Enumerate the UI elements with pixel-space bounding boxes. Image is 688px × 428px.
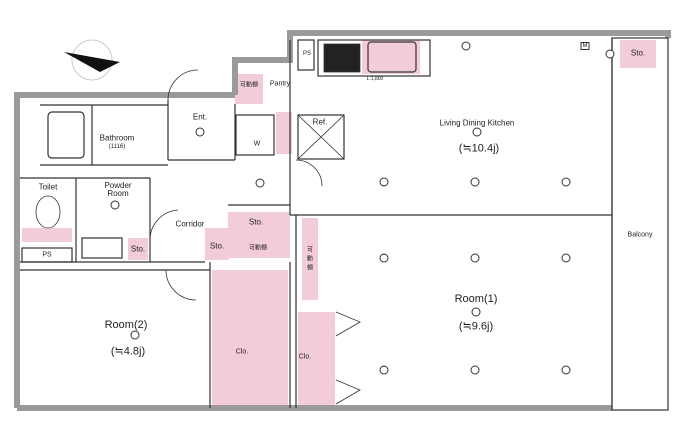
ldk-label: Living Dining Kitchen bbox=[439, 118, 515, 128]
meter-label: M bbox=[580, 42, 590, 50]
ldk-size: (≒10.4j) bbox=[458, 142, 500, 155]
entrance-label: Ent. bbox=[192, 112, 208, 122]
powder-room-label: Powder Room bbox=[104, 181, 132, 198]
counter-length-label: L:1,800 bbox=[366, 76, 384, 82]
storage-hall-label: Sto. bbox=[248, 217, 264, 227]
storage-hall-shelf-label: 可動棚 bbox=[248, 245, 268, 252]
storage-corridor-label: Sto. bbox=[209, 241, 225, 251]
light-fixtures bbox=[110, 41, 615, 375]
room1-size: (≒9.6j) bbox=[458, 320, 494, 333]
fixtures bbox=[35, 43, 540, 405]
corridor-label: Corridor bbox=[175, 219, 205, 229]
washer-label: W bbox=[253, 140, 261, 148]
storage-areas bbox=[22, 40, 656, 406]
bathroom-size: (1116) bbox=[108, 144, 126, 150]
toilet-label: Toilet bbox=[38, 182, 58, 192]
ps-kitchen-label: PS bbox=[303, 51, 312, 57]
storage-top-label: Sto. bbox=[630, 48, 646, 58]
vertical-shelf-label: 可動棚 bbox=[307, 247, 314, 272]
refrigerator-label: Ref. bbox=[312, 117, 328, 127]
room2-label: Room(2) bbox=[104, 319, 148, 331]
closet-right-label: Clo. bbox=[298, 353, 312, 361]
pantry-label: Pantry bbox=[269, 80, 291, 88]
pantry-shelf-label: 可動棚 bbox=[239, 82, 259, 89]
closet-left-label: Clo. bbox=[235, 348, 249, 356]
storage-powder-label: Sto. bbox=[130, 244, 146, 254]
ps-toilet-label: PS bbox=[42, 251, 52, 259]
interior-walls bbox=[20, 37, 669, 411]
room2-size: (≒4.8j) bbox=[110, 345, 146, 358]
bathroom-label: Bathroom bbox=[99, 133, 135, 143]
room1-label: Room(1) bbox=[454, 293, 498, 305]
balcony-label: Balcony bbox=[627, 231, 653, 239]
north-arrow-icon bbox=[64, 39, 120, 81]
